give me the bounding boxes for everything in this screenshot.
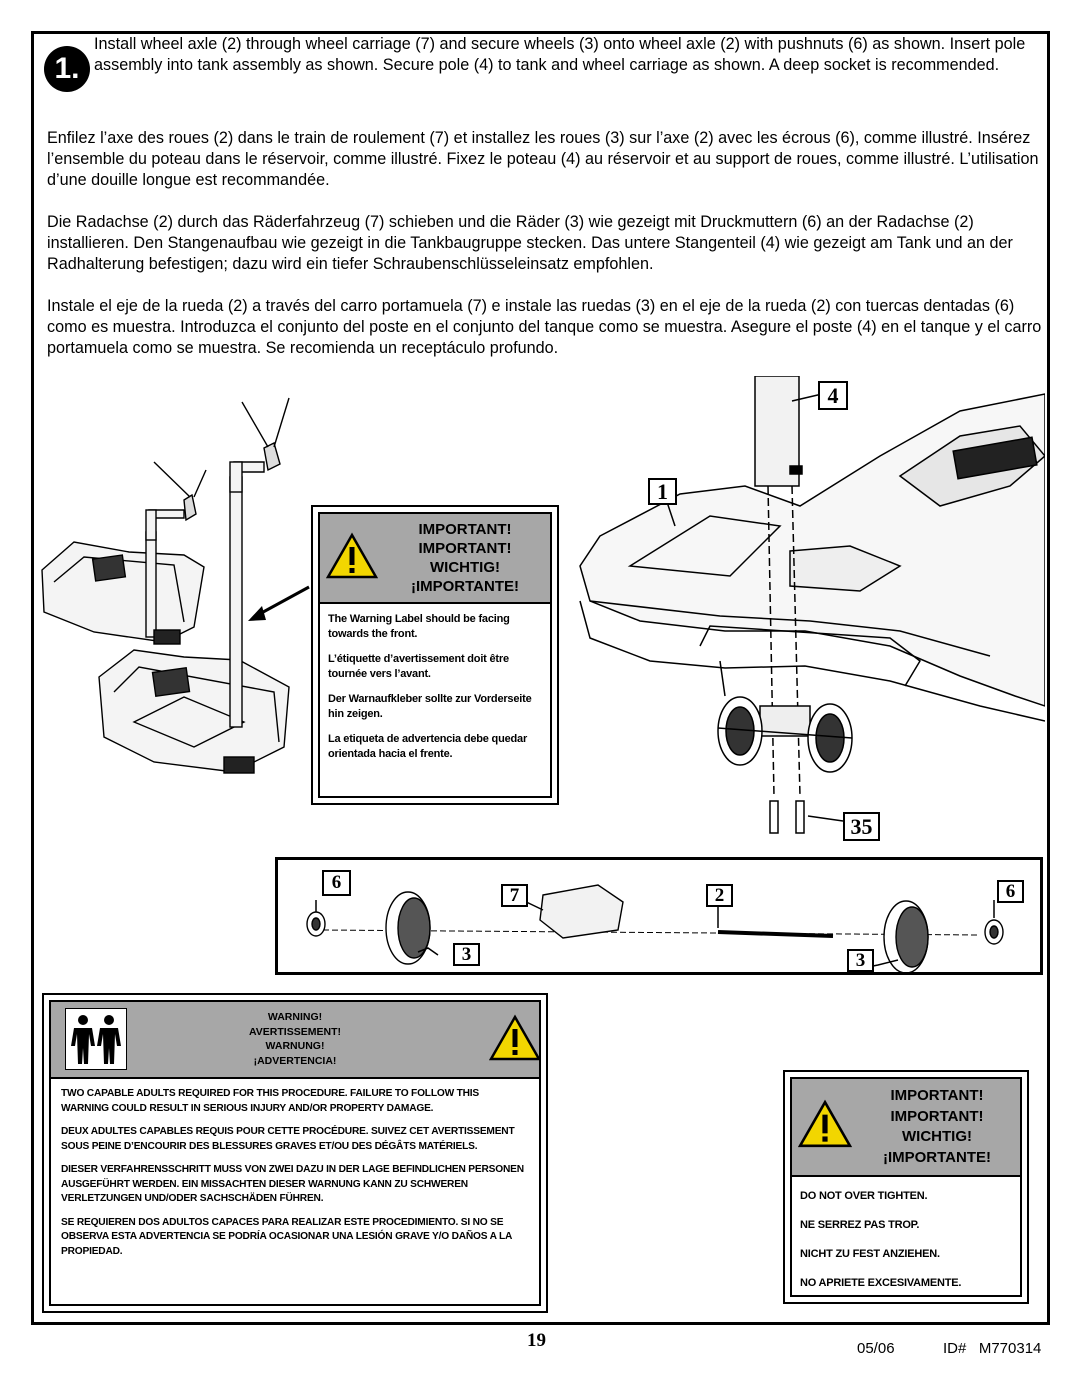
tank-assembly-illustration	[579, 376, 1045, 834]
instruction-spanish: Instale el eje de la rueda (2) a través …	[47, 297, 1042, 357]
heading-advertencia: ¡ADVERTENCIA!	[253, 1054, 337, 1067]
tighten-note-en: DO NOT OVER TIGHTEN.	[800, 1190, 928, 1202]
label-note-de: Der Warnaufkleber sollte zur Vorderseite…	[328, 693, 532, 720]
callout-pushnut-right-6: 6	[997, 880, 1024, 903]
two-people-icon	[65, 1008, 127, 1070]
heading-warning: WARNING!	[267, 1011, 323, 1023]
callout-tank-1: 1	[648, 478, 677, 505]
heading-wichtig: WICHTIG!	[430, 559, 500, 576]
heading-importante-2: ¡IMPORTANTE!	[882, 1148, 992, 1166]
callout-wheel-right-3: 3	[847, 949, 874, 972]
caution-triangle-icon	[326, 532, 378, 579]
instruction-german: Die Radachse (2) durch das Räderfahrzeug…	[47, 213, 1013, 273]
callout-pole-4: 4	[818, 381, 848, 410]
warning-text-en: TWO CAPABLE ADULTS REQUIRED FOR THIS PRO…	[61, 1088, 480, 1114]
warning-text-de: DIESER VERFAHRENSSCHRITT MUSS VON ZWEI D…	[61, 1164, 524, 1204]
tighten-note-de: NICHT ZU FEST ANZIEHEN.	[800, 1248, 940, 1260]
warning-box: WARNING! AVERTISSEMENT! WARNUNG! ¡ADVERT…	[42, 993, 548, 1313]
footer-id: ID# M770314	[943, 1340, 1042, 1357]
warning-text-es: SE REQUIEREN DOS ADULTOS CAPACES PARA RE…	[61, 1216, 512, 1257]
heading-avertissement: AVERTISSEMENT!	[249, 1025, 341, 1038]
heading-important-fr-2: IMPORTANT!	[890, 1107, 984, 1125]
axle-parts-drawing	[306, 884, 1004, 972]
footer-date: 05/06	[857, 1340, 895, 1357]
tighten-note-es: NO APRIETE EXCESIVAMENTE.	[800, 1277, 962, 1289]
callout-pushnut-left-6: 6	[322, 870, 351, 896]
instruction-english: Install wheel axle (2) through wheel car…	[94, 35, 1026, 74]
callout-carriage-7: 7	[501, 884, 528, 907]
label-note-en: The Warning Label should be facing towar…	[328, 613, 510, 640]
axle-exploded-view: 6 7 2 6 3 3	[275, 857, 1043, 975]
important-tighten-box: IMPORTANT! IMPORTANT! WICHTIG! ¡IMPORTAN…	[783, 1070, 1029, 1304]
heading-important-fr: IMPORTANT!	[418, 540, 512, 557]
warning-header: WARNING! AVERTISSEMENT! WARNUNG! ¡ADVERT…	[51, 1002, 541, 1079]
callout-axle-2: 2	[706, 884, 733, 907]
label-note-es: La etiqueta de advertencia debe quedar o…	[328, 733, 528, 760]
label-note-fr: L’étiquette d’avertissement doit être to…	[328, 653, 509, 680]
important-label-header: IMPORTANT! IMPORTANT! WICHTIG! ¡IMPORTAN…	[320, 514, 550, 604]
heading-warnung: WARNUNG!	[265, 1040, 325, 1052]
caution-triangle-icon	[489, 1014, 541, 1061]
instruction-french: Enfilez l’axe des roues (2) dans le trai…	[47, 129, 1039, 189]
warning-text-fr: DEUX ADULTES CAPABLES REQUIS POUR CETTE …	[61, 1126, 515, 1152]
step-number-badge: 1.	[44, 46, 90, 92]
caution-triangle-icon	[798, 1099, 852, 1148]
heading-importante: ¡IMPORTANTE!	[410, 578, 520, 595]
heading-important-en-2: IMPORTANT!	[890, 1087, 984, 1104]
page-number: 19	[527, 1330, 546, 1351]
callout-bolts-35: 35	[843, 812, 880, 841]
important-label-box: IMPORTANT! IMPORTANT! WICHTIG! ¡IMPORTAN…	[311, 505, 559, 805]
heading-important-en: IMPORTANT!	[418, 521, 512, 538]
pole-assembly-illustration	[41, 397, 310, 774]
tighten-note-fr: NE SERREZ PAS TROP.	[800, 1219, 920, 1231]
callout-wheel-left-3: 3	[453, 943, 480, 966]
important-tighten-header: IMPORTANT! IMPORTANT! WICHTIG! ¡IMPORTAN…	[792, 1079, 1020, 1177]
heading-wichtig-2: WICHTIG!	[902, 1128, 972, 1145]
page-border	[31, 31, 1050, 1325]
